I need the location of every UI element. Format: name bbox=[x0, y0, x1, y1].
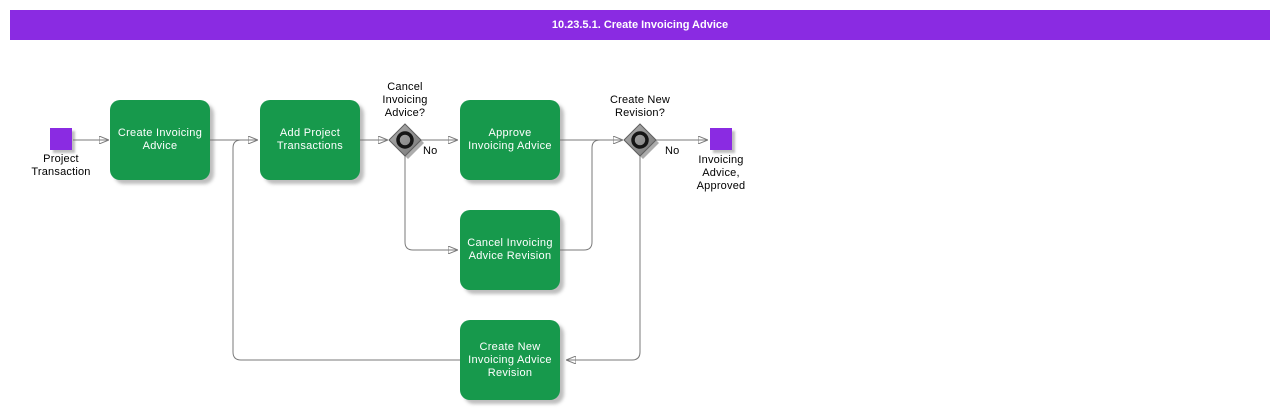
gateway-cancel-question-label: Cancel Invoicing Advice? bbox=[382, 81, 428, 119]
task-approve-invoicing-advice[interactable]: Approve Invoicing Advice bbox=[460, 100, 560, 180]
start-event-label: Project Transaction bbox=[31, 153, 91, 178]
decision-gateway-icon[interactable] bbox=[618, 118, 662, 162]
edge-cancel-revision-to-revision-gateway bbox=[560, 139, 604, 251]
loop-marker-icon bbox=[631, 131, 649, 149]
task-label: Approve Invoicing Advice bbox=[468, 127, 552, 152]
branch-no-label: No bbox=[665, 145, 680, 157]
task-label: Create Invoicing Advice bbox=[117, 127, 203, 152]
task-label: Cancel Invoicing Advice Revision bbox=[467, 237, 553, 262]
gateway-diamond bbox=[388, 123, 422, 157]
gateway-revision-question-label: Create New Revision? bbox=[609, 94, 671, 119]
diagram-title: 10.23.5.1. Create Invoicing Advice bbox=[551, 19, 729, 31]
edge-revision-gateway-yes-to-create-new-revision bbox=[566, 155, 641, 360]
task-create-invoicing-advice[interactable]: Create Invoicing Advice bbox=[110, 100, 210, 180]
branch-no-label: No bbox=[423, 145, 438, 157]
decision-gateway-icon[interactable] bbox=[383, 118, 427, 162]
task-add-project-transactions[interactable]: Add Project Transactions bbox=[260, 100, 360, 180]
start-event-square[interactable] bbox=[50, 128, 72, 150]
gateway-diamond bbox=[623, 123, 657, 157]
edge-cancel-gateway-yes-to-cancel-revision bbox=[404, 155, 458, 250]
edge-create-new-revision-to-add-transactions bbox=[232, 139, 460, 361]
end-event-square[interactable] bbox=[710, 128, 732, 150]
diagram-title-bar: 10.23.5.1. Create Invoicing Advice bbox=[10, 10, 1270, 40]
task-label: Add Project Transactions bbox=[276, 127, 344, 152]
task-label: Create New Invoicing Advice Revision bbox=[468, 340, 552, 379]
task-cancel-invoicing-advice-revision[interactable]: Cancel Invoicing Advice Revision bbox=[460, 210, 560, 290]
end-event-label: Invoicing Advice, Approved bbox=[696, 154, 746, 192]
task-create-new-invoicing-advice-revision[interactable]: Create New Invoicing Advice Revision bbox=[460, 320, 560, 400]
loop-marker-icon bbox=[396, 131, 414, 149]
